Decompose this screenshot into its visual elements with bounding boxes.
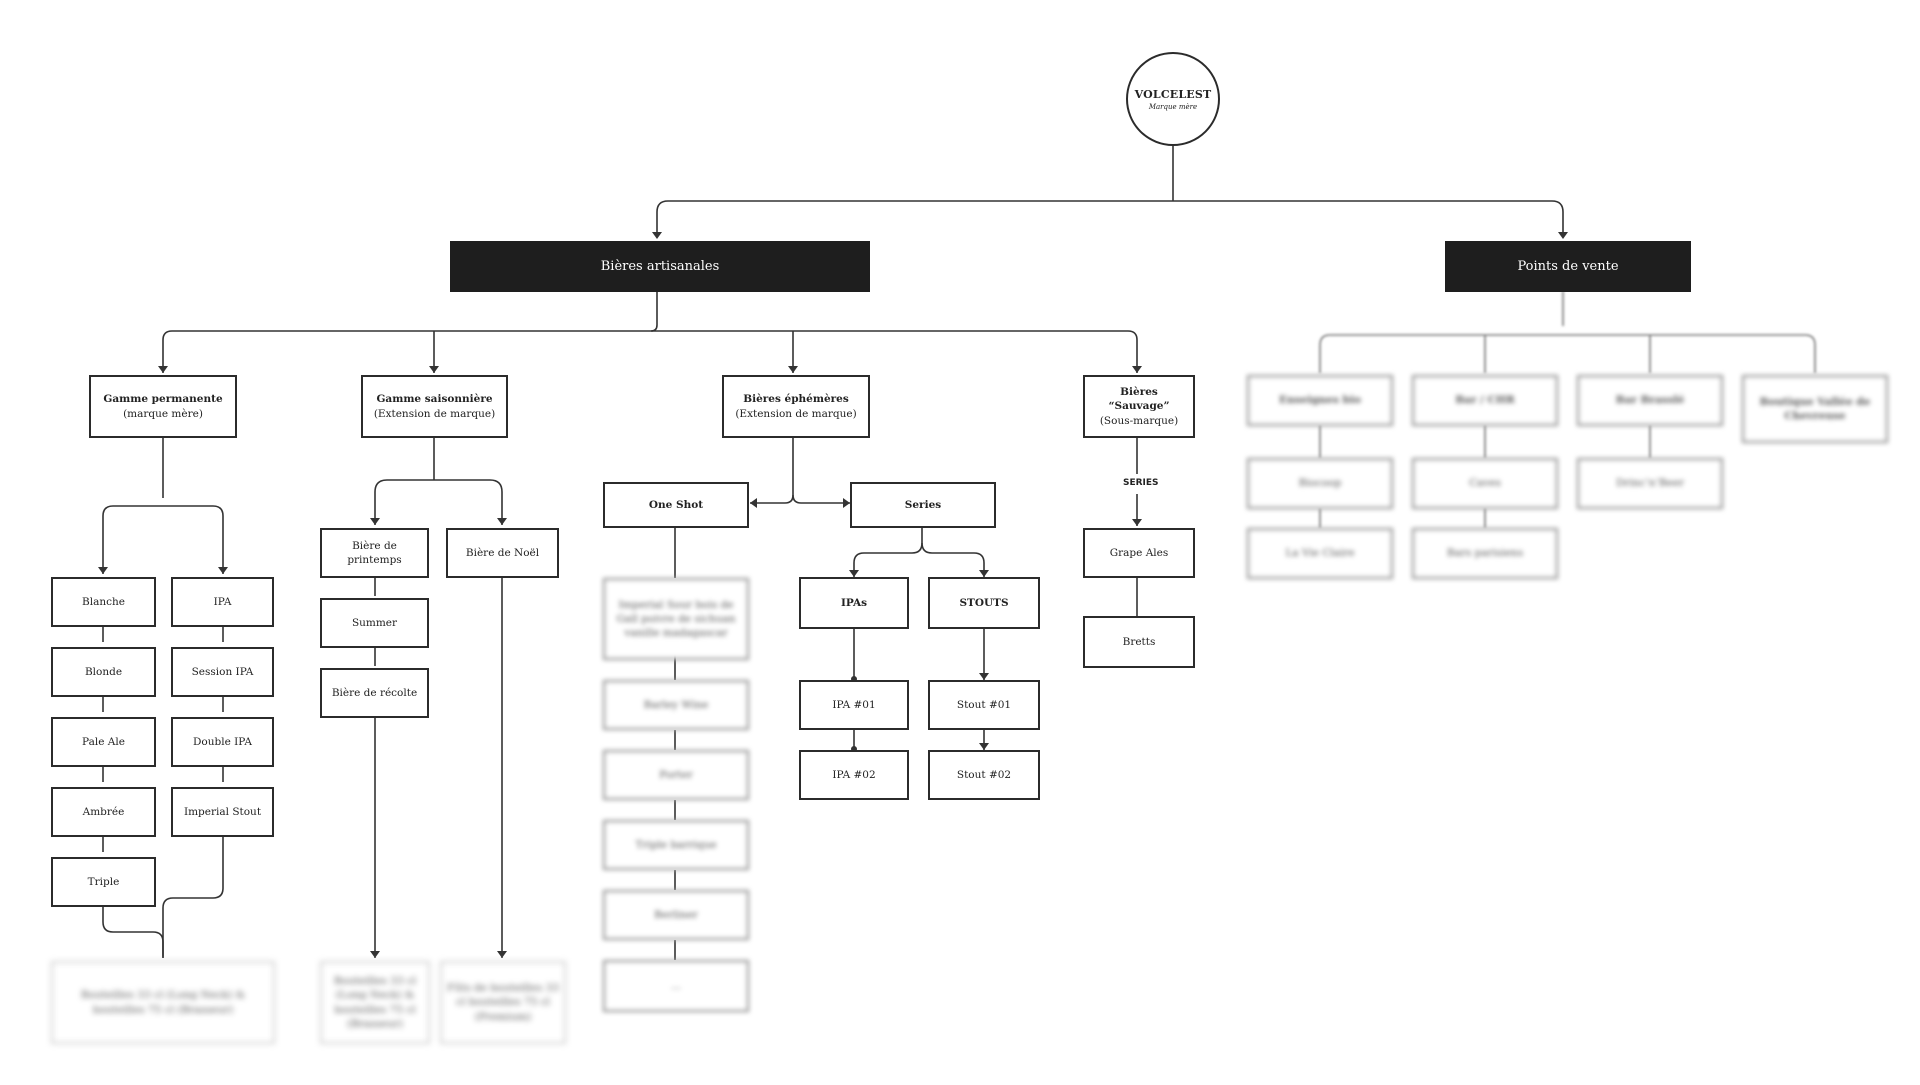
packaging-saisonniere-left: Bouteilles 33 cl (Long Neck) & bouteille…	[320, 961, 430, 1044]
beer-ipa: IPA	[171, 577, 274, 627]
packaging-saisonniere-right: Fûts de bouteilles 33 cl bouteilles 75 c…	[440, 961, 566, 1044]
pos-col2-head: Bar / CHR	[1412, 375, 1558, 426]
oneshot-item-2: Barley Wine	[603, 680, 749, 730]
beer-double-ipa: Double IPA	[171, 717, 274, 767]
beer-grape-ales: Grape Ales	[1083, 528, 1195, 578]
bieres-ephemeres-sub: (Extension de marque)	[735, 407, 857, 420]
series-node: Series	[850, 482, 996, 528]
sauvage-series-label: SERIES	[1121, 477, 1161, 489]
stouts-node: STOUTS	[928, 577, 1040, 629]
beer-imperial-stout: Imperial Stout	[171, 787, 274, 837]
pos-col1-item2: La Vie Claire	[1247, 528, 1393, 579]
beer-session-ipa: Session IPA	[171, 647, 274, 697]
gamme-permanente-node: Gamme permanente(marque mère)	[89, 375, 237, 438]
category-bieres-artisanales: Bières artisanales	[450, 241, 870, 292]
beer-blonde: Blonde	[51, 647, 156, 697]
beer-bretts: Bretts	[1083, 616, 1195, 668]
beer-pale-ale: Pale Ale	[51, 717, 156, 767]
oneshot-item-5: Berliner	[603, 890, 749, 940]
beer-ambree: Ambrée	[51, 787, 156, 837]
bieres-sauvage-sub: (Sous-marque)	[1099, 414, 1179, 427]
root-title: VOLCELEST	[1134, 87, 1212, 101]
beer-summer: Summer	[320, 598, 429, 648]
bieres-sauvage-title: Bières “Sauvage”	[1108, 386, 1170, 413]
gamme-permanente-title: Gamme permanente	[103, 393, 223, 406]
pos-col2-item1: Caves	[1412, 458, 1558, 509]
oneshot-item-1: Imperial Sour bois de Gaïl poivre de sic…	[603, 578, 749, 660]
oneshot-item-4: Triple barrique	[603, 820, 749, 870]
stout-02: Stout #02	[928, 750, 1040, 800]
oneshot-item-3: Porter	[603, 750, 749, 800]
oneshot-item-6: ...	[603, 960, 749, 1012]
ipa-02: IPA #02	[799, 750, 909, 800]
beer-triple: Triple	[51, 857, 156, 907]
category-points-de-vente: Points de vente	[1445, 241, 1691, 292]
gamme-saisonniere-title: Gamme saisonnière	[376, 393, 493, 406]
pos-col2-item2: Bars parisiens	[1412, 528, 1558, 579]
stout-01: Stout #01	[928, 680, 1040, 730]
gamme-saisonniere-node: Gamme saisonnière(Extension de marque)	[361, 375, 508, 438]
pos-col1-item1: Biocoop	[1247, 458, 1393, 509]
beer-noel: Bière de Noël	[446, 528, 559, 578]
bieres-ephemeres-node: Bières éphémères(Extension de marque)	[722, 375, 870, 438]
beer-printemps: Bière de printemps	[320, 528, 429, 578]
pos-col3-head: Bar Brasslé	[1577, 375, 1723, 426]
packaging-permanente: Bouteilles 33 cl (Long Neck) & bouteille…	[51, 961, 275, 1044]
gamme-saisonniere-sub: (Extension de marque)	[373, 407, 496, 420]
root-subtitle: Marque mère	[1148, 102, 1198, 111]
ipa-01: IPA #01	[799, 680, 909, 730]
beer-blanche: Blanche	[51, 577, 156, 627]
bieres-ephemeres-title: Bières éphémères	[743, 393, 849, 406]
root-brand-node: VOLCELEST Marque mère	[1126, 52, 1220, 146]
one-shot-node: One Shot	[603, 482, 749, 528]
gamme-permanente-sub: (marque mère)	[123, 407, 203, 420]
pos-col1-head: Enseignes bio	[1247, 375, 1393, 426]
pos-col3-item1: Drinc’n’Beer	[1577, 458, 1723, 509]
ipas-node: IPAs	[799, 577, 909, 629]
pos-col4-head: Boutique Vallée de Chevreuse	[1742, 375, 1888, 443]
bieres-sauvage-node: Bières “Sauvage”(Sous-marque)	[1083, 375, 1195, 438]
beer-recolte: Bière de récolte	[320, 668, 429, 718]
